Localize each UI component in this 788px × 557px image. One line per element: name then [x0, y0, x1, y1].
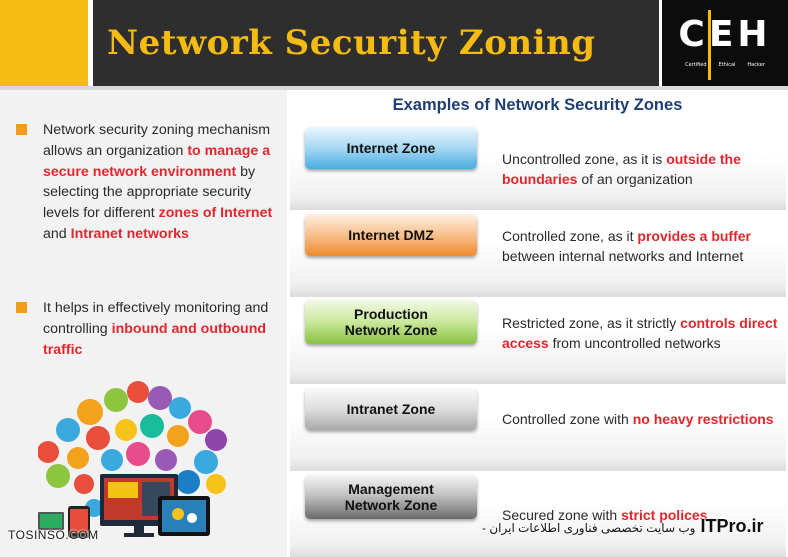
zone-description: Uncontrolled zone, as it is outside the …: [502, 150, 778, 189]
highlighted-text: provides a buffer: [637, 228, 751, 244]
zone-label-intranet: Intranet Zone: [305, 388, 477, 430]
app-bubble-icon: [101, 449, 123, 471]
header-rule: [0, 86, 788, 90]
app-bubble-icon: [115, 419, 137, 441]
app-bubble-icon: [148, 386, 172, 410]
app-bubble-icon: [206, 474, 226, 494]
zone-label-internet: Internet Zone: [305, 127, 477, 169]
highlighted-text: controls direct access: [502, 315, 778, 351]
bullet-square-icon: [16, 124, 27, 135]
app-bubble-icon: [167, 425, 189, 447]
app-bubble-icon: [46, 464, 70, 488]
app-bubble-icon: [77, 399, 103, 425]
highlighted-text: strict polices: [621, 507, 708, 523]
app-bubble-icon: [140, 414, 164, 438]
site-watermark: TOSINSO.COM: [8, 528, 99, 542]
app-bubble-icon: [104, 388, 128, 412]
logo-sub-word: Hacker: [747, 62, 765, 68]
highlighted-text: inbound and outbound traffic: [43, 320, 267, 358]
bullet-square-icon: [16, 302, 27, 313]
text-run: Restricted zone, as it strictly: [502, 315, 681, 331]
zone-description: Restricted zone, as it strictly controls…: [502, 314, 778, 353]
app-bubble-icon: [86, 426, 110, 450]
highlighted-text: zones of Internet: [158, 205, 273, 222]
logo-divider-bar: [708, 10, 711, 80]
highlighted-text: no heavy restrictions: [632, 411, 774, 427]
app-bubble-icon: [194, 450, 218, 474]
app-bubble-icon: [188, 410, 212, 434]
bullet-item: It helps in effectively monitoring and c…: [16, 298, 282, 360]
logo-letters: CEH: [678, 14, 772, 55]
app-bubble-icon: [56, 418, 80, 442]
highlighted-text: outside the boundaries: [502, 151, 741, 187]
zone-label-production: Production Network Zone: [305, 300, 477, 344]
examples-heading: Examples of Network Security Zones: [392, 96, 683, 114]
cloud-devices-illustration: [38, 381, 227, 538]
title-bar: Network Security Zoning: [93, 0, 659, 86]
text-run: Controlled zone with: [502, 411, 633, 427]
app-bubble-icon: [176, 470, 200, 494]
text-run: Secured zone with: [502, 507, 622, 523]
app-bubble-icon: [67, 447, 89, 469]
header-accent-block: [0, 0, 88, 86]
app-bubble-icon: [38, 441, 59, 463]
bullet-text: Network security zoning mechanism allows…: [43, 120, 282, 245]
app-bubble-icon: [155, 449, 177, 471]
zone-description: Secured zone with strict polices: [502, 506, 778, 526]
text-run: and: [43, 225, 71, 242]
text-run: It helps in effectively monitoring and c…: [43, 300, 269, 337]
text-run: Controlled zone, as it: [502, 228, 638, 244]
app-bubble-icon: [74, 474, 94, 494]
app-bubble-icon: [126, 442, 150, 466]
logo-sub-word: Ethical: [718, 62, 736, 68]
itpro-watermark: - وب سایت تخصصی فناوری اطلاعات ایران ITP…: [482, 516, 763, 537]
itpro-watermark-site: ITPro.ir: [700, 516, 764, 536]
bullet-text: It helps in effectively monitoring and c…: [43, 298, 282, 360]
logo-subtitle: Certified Ethical Hacker: [662, 62, 788, 68]
app-bubble-icon: [205, 429, 227, 451]
text-run: of an organization: [577, 170, 693, 187]
logo-sub-word: Certified: [685, 62, 707, 68]
highlighted-text: to manage a secure network environment: [43, 142, 271, 180]
text-run: by selecting the appropriate security le…: [43, 163, 256, 222]
zone-label-internet-dmz: Internet DMZ: [305, 214, 477, 256]
text-run: Network security zoning mechanism allows…: [43, 122, 271, 159]
app-bubble-icon: [127, 381, 149, 403]
page-title: Network Security Zoning: [107, 23, 596, 63]
highlighted-text: Intranet networks: [70, 225, 189, 242]
bullet-item: Network security zoning mechanism allows…: [16, 120, 282, 245]
text-run: from uncontrolled networks: [548, 334, 721, 351]
zone-description: Controlled zone with no heavy restrictio…: [502, 410, 778, 430]
zone-label-management: Management Network Zone: [305, 475, 477, 519]
text-run: between internal networks and Internet: [502, 247, 744, 264]
text-run: Uncontrolled zone, as it is: [502, 151, 667, 167]
zone-description: Controlled zone, as it provides a buffer…: [502, 227, 778, 266]
ceh-logo: CEH Certified Ethical Hacker: [662, 0, 788, 86]
itpro-watermark-persian: - وب سایت تخصصی فناوری اطلاعات ایران: [482, 521, 696, 535]
app-bubble-icon: [169, 397, 191, 419]
